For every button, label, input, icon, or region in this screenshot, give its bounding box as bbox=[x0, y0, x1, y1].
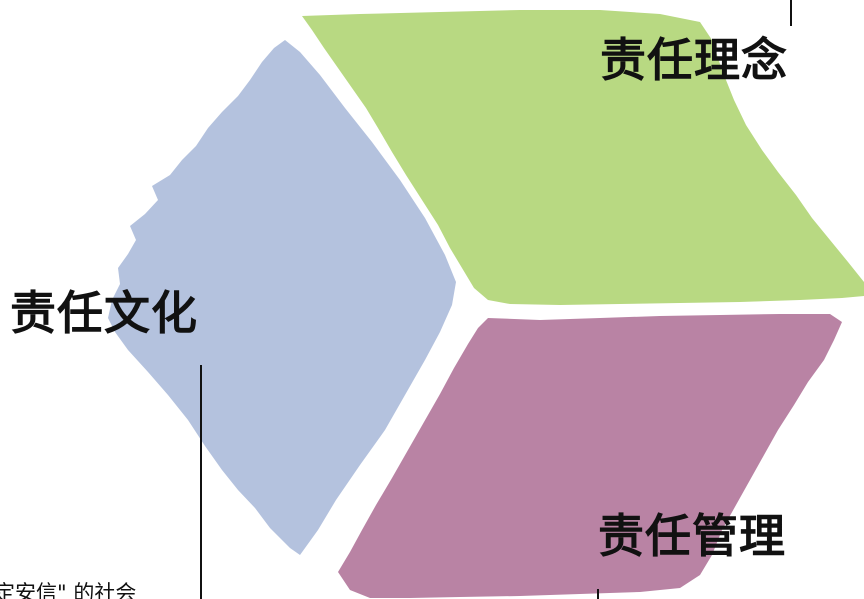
segment-concept-shape bbox=[302, 10, 864, 305]
segment-culture-label: 责任文化 bbox=[10, 286, 198, 340]
concept-connector-line bbox=[790, 0, 792, 26]
segment-culture-shape bbox=[108, 40, 456, 555]
segment-management-label: 责任管理 bbox=[598, 509, 786, 563]
segment-management-shape bbox=[338, 314, 842, 598]
segment-concept-label: 责任理念 bbox=[600, 33, 788, 87]
management-connector-line bbox=[597, 589, 599, 599]
bottom-caption-text: 定安信" 的社会 bbox=[0, 581, 137, 599]
culture-connector-line bbox=[200, 365, 202, 599]
